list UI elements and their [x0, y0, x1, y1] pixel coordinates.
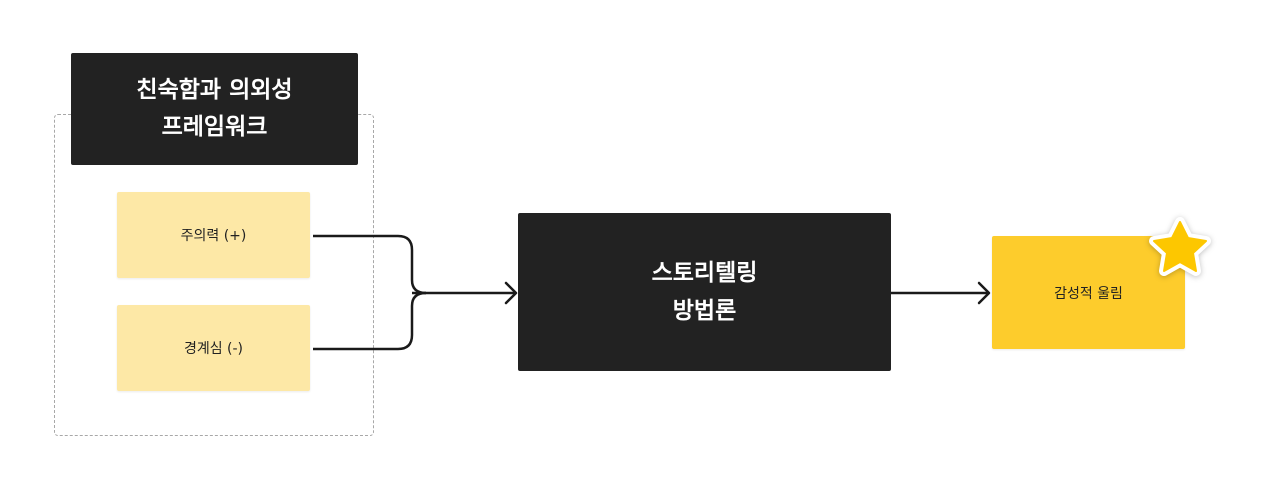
emotional-resonance-label: 감성적 울림	[1054, 285, 1123, 302]
vigilance-note: 경계심 (-)	[117, 305, 310, 391]
framework-title-line1: 친숙함과 의외성	[136, 77, 293, 103]
storytelling-line2: 방법론	[672, 298, 737, 324]
connector-attention	[313, 234, 427, 295]
framework-title-box: 친숙함과 의외성 프레임워크	[71, 53, 358, 165]
framework-title-line2: 프레임워크	[161, 114, 268, 140]
arrowhead-to-storytelling	[504, 281, 518, 305]
storytelling-line1: 스토리텔링	[651, 260, 758, 286]
storytelling-box: 스토리텔링 방법론	[518, 213, 891, 371]
emotional-resonance-note: 감성적 울림	[992, 236, 1185, 349]
attention-note: 주의력 (+)	[117, 192, 310, 278]
arrowhead-to-output	[977, 281, 991, 305]
attention-label: 주의력 (+)	[180, 228, 247, 244]
vigilance-label: 경계심 (-)	[183, 341, 244, 357]
connector-vigilance	[313, 291, 427, 351]
star-icon	[1149, 217, 1211, 276]
